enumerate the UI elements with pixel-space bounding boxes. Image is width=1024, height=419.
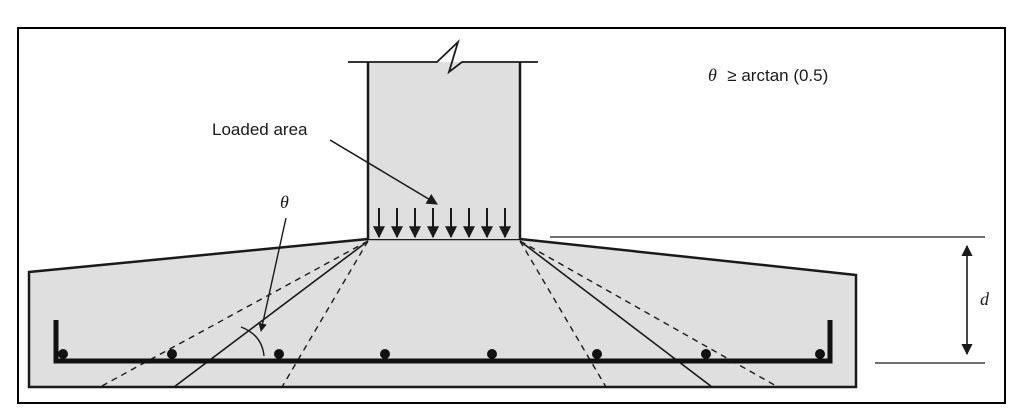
rebar-dot [701,349,711,359]
criterion-symbol: θ [708,65,717,85]
rebar-dot [815,349,825,359]
depth-label: d [980,289,990,309]
footing-slab [27,237,858,389]
rebar-dot [58,349,68,359]
rebar-dot [592,349,602,359]
loaded-area-leader [329,139,438,205]
rebar-main [53,320,833,364]
theta-angle-arc [240,326,265,357]
column-break-line [348,39,538,75]
rebar-dot [167,349,177,359]
column [368,62,520,239]
theta-label: θ [280,192,289,212]
criterion-text: θ ≥ arctan (0.5) [708,65,828,85]
rebar-dot [380,349,390,359]
rebar-dot [487,349,497,359]
depth-dimension: d [550,236,990,364]
criterion-expression: ≥ arctan (0.5) [727,66,828,85]
load-arrows [373,208,511,239]
rebar-dot [274,349,284,359]
theta-leader [258,217,287,332]
loaded-area-label: Loaded area [212,120,308,139]
reinforcement [53,320,833,364]
